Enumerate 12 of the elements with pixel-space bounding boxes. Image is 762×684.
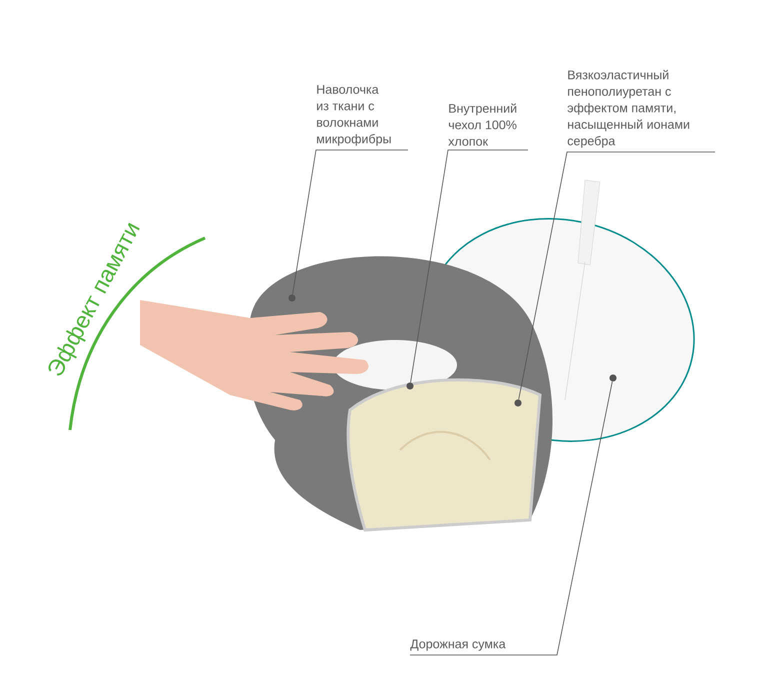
leader-line bbox=[292, 150, 408, 295]
marker-dot bbox=[514, 400, 522, 406]
marker-dot bbox=[610, 374, 616, 382]
marker-dot bbox=[406, 382, 414, 390]
callout-text: Вязкоэластичный пенополиуретан с эффектом памяти, насыщенный ионами серебра bbox=[568, 70, 690, 148]
callout-text: Внутренний чехол 100% хлопок bbox=[448, 103, 516, 146]
leader-line bbox=[410, 381, 613, 656]
marker-dot bbox=[288, 294, 296, 302]
callout-text: Наволочка из ткани с волокнами микрофибры bbox=[317, 85, 391, 146]
callout-text: Дорожная сумка bbox=[410, 640, 506, 651]
leader-line bbox=[410, 150, 528, 383]
leader-line bbox=[518, 152, 716, 400]
